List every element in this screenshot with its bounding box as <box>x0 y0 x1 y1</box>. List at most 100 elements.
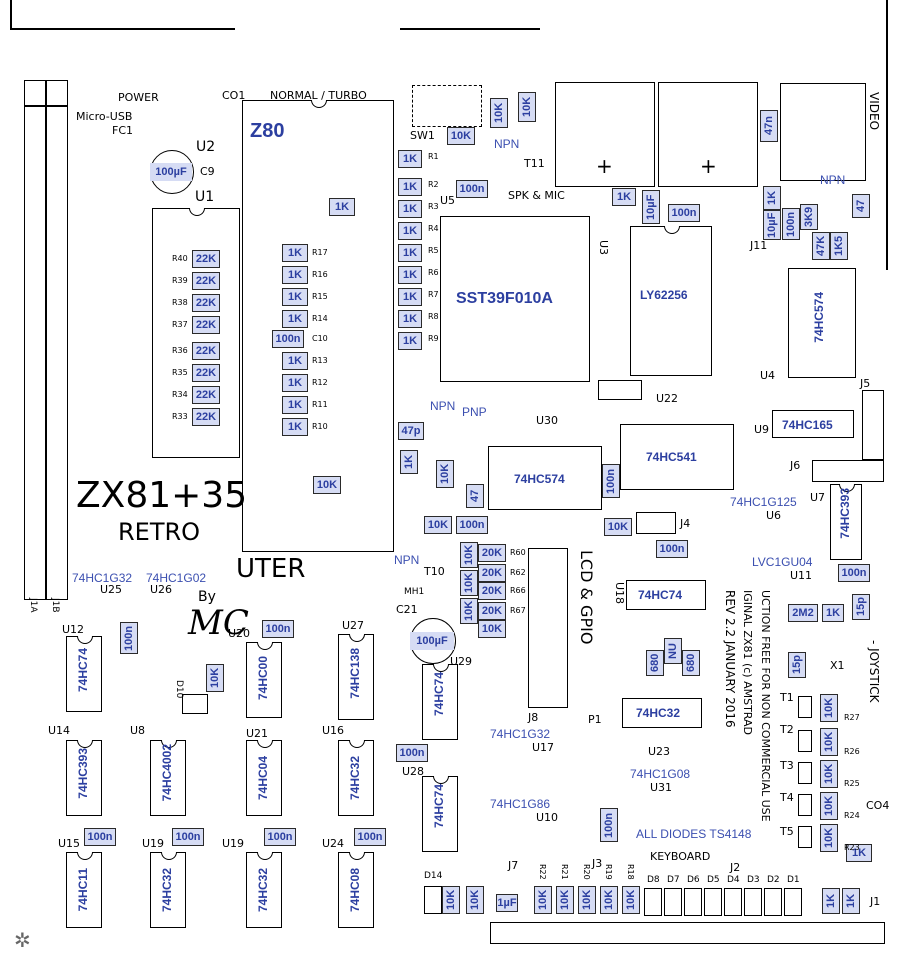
by-text: By <box>198 589 216 605</box>
r22k-value: 22K <box>192 364 220 382</box>
bottom-res-ref: R22 <box>538 864 547 880</box>
u12-chip-label: 74HC74 <box>76 648 90 693</box>
c9-value: 100µF <box>150 163 192 181</box>
u15-chip <box>66 852 102 928</box>
r22k-value: 22K <box>192 386 220 404</box>
u14-chip <box>66 740 102 816</box>
keyboard-diode-label: D1 <box>787 875 800 885</box>
bottom-res-ref: R20 <box>582 864 591 880</box>
keyboard-diode-label: D2 <box>767 875 780 885</box>
bottom-res-value: 10K <box>534 886 552 914</box>
r-mid-value: 1K <box>282 396 308 414</box>
bottom-res-ref: R21 <box>560 864 569 880</box>
u9-label: U9 <box>754 423 770 436</box>
r22k-value: 22K <box>192 316 220 334</box>
u27-label: U27 <box>342 619 365 632</box>
fiducial-icon: ✲ <box>14 928 31 952</box>
c22-value: 100n <box>838 564 870 582</box>
u19a-chip-label: 74HC32 <box>160 868 174 913</box>
diodes-note: ALL DIODES TS4148 <box>636 827 752 841</box>
u6-label: U6 <box>766 509 782 522</box>
u17-label: U17 <box>532 741 555 754</box>
r49-value: 1K5 <box>830 232 848 260</box>
power-label: POWER <box>118 91 159 104</box>
c2-value: 15p <box>788 652 806 678</box>
u21-chip <box>246 740 282 816</box>
u14-chip-label: 74HC393 <box>76 748 90 799</box>
keyboard-diode-label: D3 <box>747 875 760 885</box>
bottom-res-ref: R19 <box>604 864 613 880</box>
keyboard-diode <box>724 888 742 916</box>
ff1-label: 74HC74 <box>638 588 683 602</box>
r-right-value: 1K <box>398 266 422 284</box>
r-right-value: 1K <box>398 150 422 168</box>
transistor-outline <box>798 794 812 816</box>
buffer-chip <box>620 424 734 490</box>
r20k-ref: R66 <box>510 586 526 595</box>
r-right-value: 1K <box>398 222 422 240</box>
r22k-ref: R34 <box>172 390 188 399</box>
bottom-res-value: 10K <box>600 886 618 914</box>
c13-value: 100n <box>354 828 386 846</box>
r-right-ref: R2 <box>428 180 439 189</box>
u20-chip <box>246 642 282 718</box>
ff1-chip <box>626 580 706 610</box>
t2-label: T2 <box>780 723 794 736</box>
rev-text-1: UCTION FREE FOR NON COMMERCIAL USE <box>759 590 772 822</box>
r-mid-ref: R11 <box>312 400 328 409</box>
c02-value: 47n <box>760 110 778 142</box>
c21-value: 100µF <box>410 632 454 650</box>
r-mid-ref: C10 <box>312 334 328 343</box>
t4-label: T4 <box>780 791 794 804</box>
u4-chip <box>788 268 856 378</box>
r-mid-value: 1K <box>282 244 308 262</box>
u29-chip <box>422 664 458 740</box>
r71-value: 1K <box>329 198 355 216</box>
c20-value: 100n <box>456 516 488 534</box>
u3-label: U3 <box>597 240 610 256</box>
u15-label: U15 <box>58 837 81 850</box>
r55-value: 47K <box>812 232 830 260</box>
flash-chip <box>440 216 590 382</box>
r41-value: 10K <box>604 518 632 536</box>
r65-value: 10K <box>478 620 506 638</box>
r-mid-value: 1K <box>282 418 308 436</box>
r-mid-ref: R14 <box>312 314 328 323</box>
c10a-value: 10µF <box>642 190 660 224</box>
npn-label-3: NPN <box>430 399 456 413</box>
speaker-label: SPK & MIC <box>508 189 565 202</box>
u12-chip <box>66 636 102 712</box>
jack-plus-right: + <box>700 154 717 178</box>
sram-label: LY62256 <box>640 288 688 302</box>
mh1-label: MH1 <box>404 587 425 597</box>
t3-label: T3 <box>780 759 794 772</box>
board-subtitle: RETRO <box>118 518 201 546</box>
d14-diode <box>424 886 442 914</box>
r22k-ref: R38 <box>172 298 188 307</box>
c14-value: 100n <box>262 620 294 638</box>
sram-chip <box>630 226 712 376</box>
transistor-outline <box>798 730 812 752</box>
u20-chip-label: 74HC00 <box>256 656 270 701</box>
audio-jack-left <box>555 82 655 187</box>
c5-value: 1µF <box>496 894 518 912</box>
j1a-label: J1A <box>28 598 38 613</box>
u19b-chip <box>246 852 282 928</box>
r43-value: 680 <box>682 650 700 676</box>
r-right-value: 1K <box>398 332 422 350</box>
t-res-ref: R25 <box>844 779 860 788</box>
r22k-value: 22K <box>192 250 220 268</box>
g125-label: 74HC1G125 <box>730 495 797 509</box>
r31-value: 10K <box>206 664 224 692</box>
t-res-value: 10K <box>820 792 838 820</box>
r20k-value: 20K <box>478 544 506 562</box>
u24-chip-label: 74HC08 <box>348 868 362 913</box>
c18-value: 100n <box>396 744 428 762</box>
r57-value: 1K <box>763 186 781 210</box>
r54-value: 10K <box>466 886 484 914</box>
u4-chip-label: 74HC574 <box>812 292 826 343</box>
latch2-chip <box>488 446 602 510</box>
g32b-label: 74HC1G32 <box>490 727 551 741</box>
r47-value: 10K <box>447 127 475 145</box>
